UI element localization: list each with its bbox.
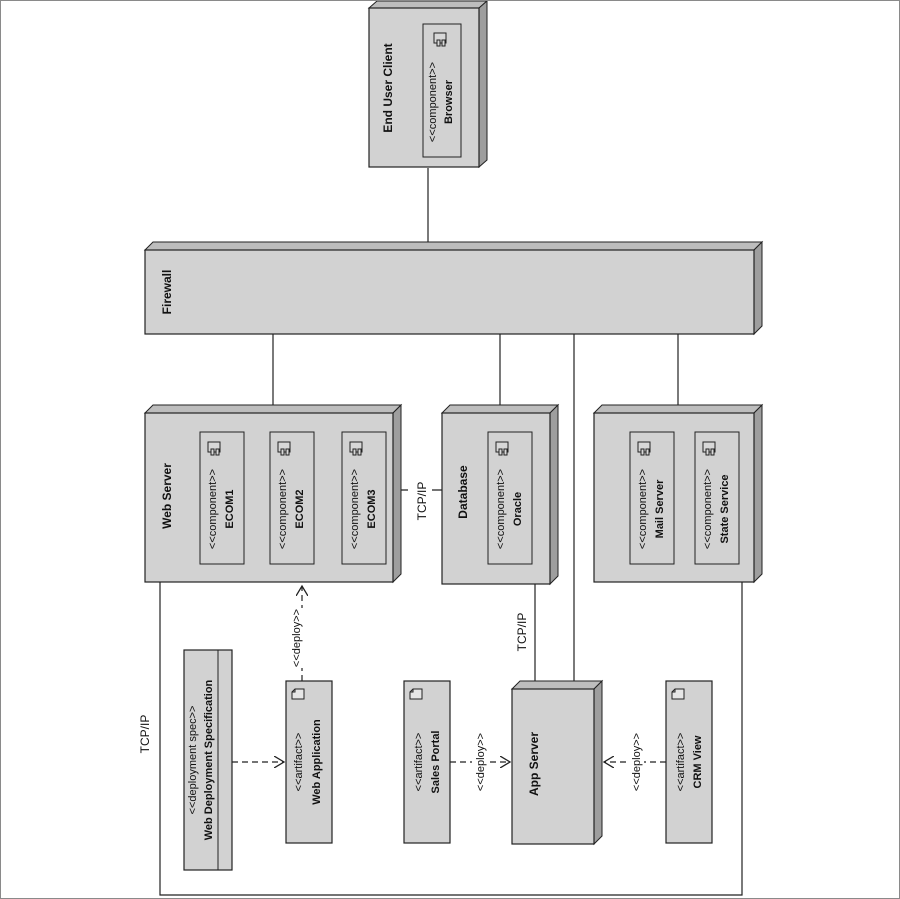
web-application-stereotype: <<artifact>> — [293, 733, 305, 792]
state-service-stereotype: <<component>> — [702, 469, 714, 549]
connector-labels: TCP/IP TCP/IP TCP/IP <<deploy>> <<deploy… — [138, 480, 644, 791]
sales-portal-artifact[interactable]: <<artifact>> Sales Portal — [403, 680, 451, 844]
browser-name: Browser — [443, 79, 455, 124]
app-server-title: App Server — [527, 732, 541, 796]
web-application-name: Web Application — [311, 719, 323, 805]
browser-stereotype: <<component>> — [427, 62, 439, 142]
ecom1-stereotype: <<component>> — [207, 469, 219, 549]
mail-server-name: Mail Server — [654, 479, 666, 538]
end-user-client-node[interactable]: End User Client <<component>> Browser — [367, 0, 489, 169]
tcpip-web-db-label: TCP/IP — [415, 482, 429, 521]
firewall-title: Firewall — [160, 270, 174, 315]
database-node[interactable]: Database <<component>> Oracle — [440, 403, 560, 586]
deployment-spec-name: Web Deployment Specification — [203, 679, 215, 840]
ecom1-name: ECOM1 — [224, 489, 236, 528]
mail-server-stereotype: <<component>> — [637, 469, 649, 549]
ecom3-stereotype: <<component>> — [349, 469, 361, 549]
ecom2-stereotype: <<component>> — [277, 469, 289, 549]
ecom3-name: ECOM3 — [366, 489, 378, 528]
browser-component[interactable]: <<component>> Browser — [422, 23, 462, 158]
sales-portal-stereotype: <<artifact>> — [413, 733, 425, 792]
mail-server-component[interactable]: <<component>> Mail Server — [629, 431, 675, 565]
link-webserver-services-outer[interactable] — [159, 580, 743, 896]
end-user-client-title: End User Client — [381, 43, 395, 132]
ecom1-component[interactable]: <<component>> ECOM1 — [199, 431, 245, 565]
services-node[interactable]: <<component>> Mail Server <<component>> … — [592, 403, 764, 584]
firewall-node[interactable]: Firewall — [143, 240, 764, 336]
crm-view-artifact[interactable]: <<artifact>> CRM View — [665, 680, 713, 844]
deploy-sales-label: <<deploy>> — [475, 733, 487, 791]
database-title: Database — [456, 465, 470, 519]
oracle-stereotype: <<component>> — [495, 469, 507, 549]
artifact-icon — [291, 688, 305, 700]
deploy-crm-label: <<deploy>> — [631, 733, 643, 791]
oracle-name: Oracle — [512, 492, 524, 526]
state-service-component[interactable]: <<component>> State Service — [694, 431, 740, 565]
crm-view-stereotype: <<artifact>> — [675, 733, 687, 792]
oracle-component[interactable]: <<component>> Oracle — [487, 431, 533, 565]
app-server-node[interactable]: App Server — [510, 679, 604, 846]
artifact-icon — [671, 688, 685, 700]
deployment-spec-stereotype: <<deployment spec>> — [187, 706, 199, 815]
ecom2-name: ECOM2 — [294, 489, 306, 528]
web-server-title: Web Server — [160, 463, 174, 529]
tcpip-db-app-label: TCP/IP — [515, 613, 529, 652]
web-server-node[interactable]: Web Server <<component>> ECOM1 <<compone… — [143, 403, 403, 584]
tcpip-outer-label: TCP/IP — [138, 715, 152, 754]
crm-view-name: CRM View — [692, 735, 704, 788]
ecom3-component[interactable]: <<component>> ECOM3 — [341, 431, 387, 565]
web-application-artifact[interactable]: <<artifact>> Web Application — [285, 680, 333, 844]
sales-portal-name: Sales Portal — [430, 731, 442, 794]
state-service-name: State Service — [719, 474, 731, 543]
artifact-icon — [409, 688, 423, 700]
ecom2-component[interactable]: <<component>> ECOM2 — [269, 431, 315, 565]
deploy-web-label: <<deploy>> — [291, 609, 303, 667]
deployment-spec-artifact[interactable]: <<deployment spec>> Web Deployment Speci… — [183, 649, 233, 871]
